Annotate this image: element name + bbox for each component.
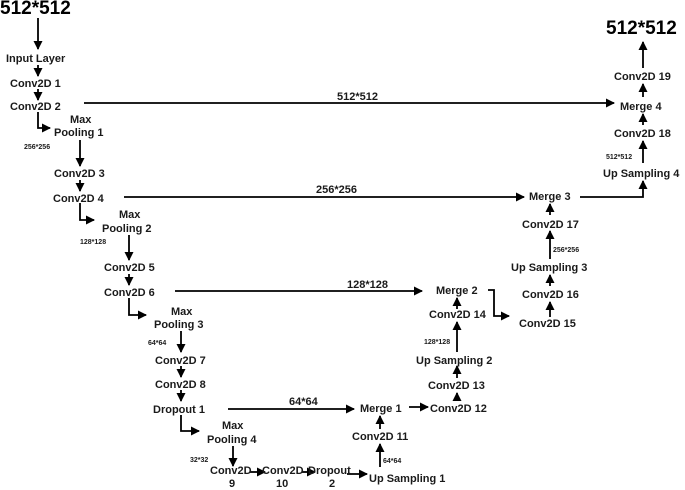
- conv2d-10-bottom: 10: [276, 478, 288, 490]
- merge-3: Merge 3: [529, 191, 571, 203]
- conv2d-8: Conv2D 8: [155, 379, 206, 391]
- merge-2: Merge 2: [436, 285, 478, 297]
- max-pooling-3-top: Max: [171, 306, 193, 318]
- dropout-2-top: Dropout: [308, 465, 351, 477]
- pool3-size: 64*64: [148, 340, 166, 347]
- conv2d-17: Conv2D 17: [522, 219, 579, 231]
- max-pooling-1-bottom: Pooling 1: [54, 127, 104, 139]
- skip-label-2: 256*256: [316, 184, 357, 196]
- conv2d-2: Conv2D 2: [10, 101, 61, 113]
- encoder-arrows: [33, 18, 368, 479]
- pool2-size: 128*128: [80, 239, 106, 246]
- conv2d-11: Conv2D 11: [352, 431, 408, 443]
- conv2d-9-bottom: 9: [229, 478, 235, 490]
- up-sampling-3: Up Sampling 3: [511, 262, 587, 274]
- decoder-arrows: [375, 41, 648, 467]
- output-size-label: 512*512: [606, 18, 677, 39]
- skip-label-3: 128*128: [347, 279, 388, 291]
- conv2d-19: Conv2D 19: [614, 71, 671, 83]
- skip-label-1: 512*512: [337, 91, 378, 103]
- conv2d-15: Conv2D 15: [519, 318, 576, 330]
- dropout-1: Dropout 1: [153, 404, 205, 416]
- max-pooling-2-top: Max: [119, 209, 141, 221]
- input-size-label: 512*512: [0, 0, 71, 19]
- conv2d-4: Conv2D 4: [53, 193, 105, 205]
- arrow-pool2: [79, 203, 95, 225]
- pool1-size: 256*256: [24, 144, 50, 151]
- arrow-merge3-upsample4: [580, 180, 648, 198]
- conv2d-13: Conv2D 13: [428, 380, 485, 392]
- max-pooling-1-top: Max: [70, 114, 92, 126]
- conv2d-9-top: Conv2D: [210, 465, 252, 477]
- up-sampling-2: Up Sampling 2: [416, 355, 492, 367]
- conv2d-14: Conv2D 14: [429, 309, 487, 321]
- conv2d-3: Conv2D 3: [54, 168, 105, 180]
- conv2d-6: Conv2D 6: [104, 287, 155, 299]
- upsample3-size: 256*256: [553, 247, 579, 254]
- max-pooling-4-bottom: Pooling 4: [207, 434, 257, 446]
- conv2d-5: Conv2D 5: [104, 262, 155, 274]
- upsample2-size: 128*128: [424, 339, 450, 346]
- arrow-pool4: [180, 415, 200, 436]
- skip-connections: [84, 98, 615, 414]
- dropout-2-bottom: 2: [329, 478, 335, 490]
- conv2d-1: Conv2D 1: [10, 78, 61, 90]
- max-pooling-3-bottom: Pooling 3: [154, 319, 204, 331]
- input-layer: Input Layer: [6, 53, 66, 65]
- up-sampling-1: Up Sampling 1: [369, 473, 445, 485]
- conv2d-16: Conv2D 16: [522, 289, 579, 301]
- conv2d-18: Conv2D 18: [614, 128, 671, 140]
- conv2d-10-top: Conv2D: [262, 465, 304, 477]
- max-pooling-4-top: Max: [222, 420, 244, 432]
- upsample4-size: 512*512: [606, 154, 632, 161]
- arrow-pool3: [128, 298, 147, 320]
- skip-label-4: 64*64: [289, 396, 319, 408]
- up-sampling-4: Up Sampling 4: [603, 168, 680, 180]
- merge-4: Merge 4: [620, 101, 662, 113]
- merge-1: Merge 1: [360, 403, 402, 415]
- conv2d-7: Conv2D 7: [155, 355, 206, 367]
- pool4-size: 32*32: [190, 457, 208, 464]
- max-pooling-2-bottom: Pooling 2: [102, 223, 152, 235]
- upsample1-size: 64*64: [383, 458, 401, 465]
- arrow-merge2-conv15: [488, 289, 510, 321]
- conv2d-12: Conv2D 12: [430, 403, 487, 415]
- arrow-pool1: [37, 112, 51, 133]
